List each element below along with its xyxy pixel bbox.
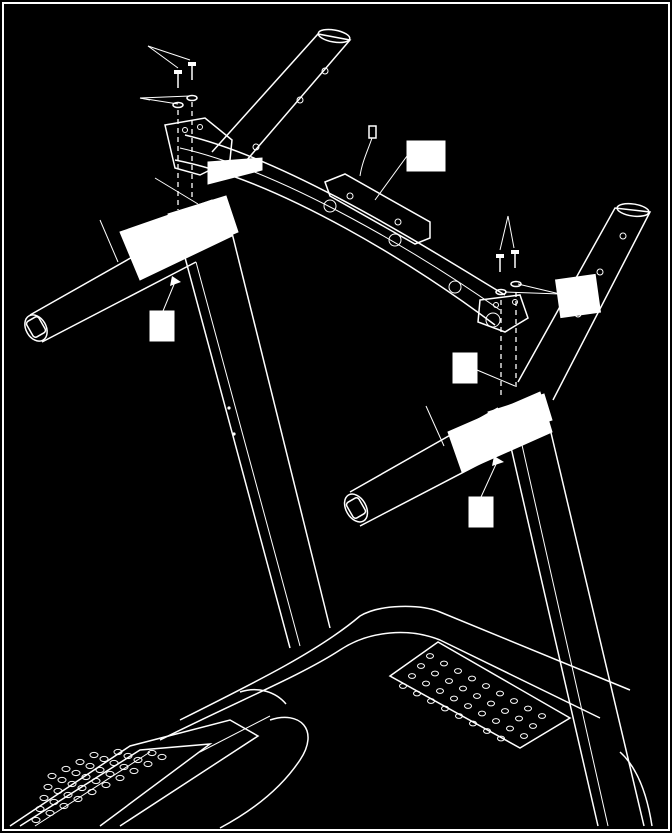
perforation-hole (82, 774, 90, 779)
perforation-hole (92, 778, 100, 783)
perforation-hole (106, 771, 114, 776)
perforation-hole (74, 796, 82, 801)
perforation-hole (110, 760, 118, 765)
perforation-hole (456, 714, 463, 719)
perforation-hole (400, 684, 407, 689)
perforation-hole (78, 785, 86, 790)
perforation-hole (120, 764, 128, 769)
callout-box-right-post (453, 353, 477, 383)
perforation-hole (516, 716, 523, 721)
perforation-hole (36, 806, 44, 811)
perforation-hole (460, 686, 467, 691)
perforation-hole (530, 724, 537, 729)
perforation-hole (40, 795, 48, 800)
right-handrail (340, 392, 552, 526)
perforation-hole (148, 750, 156, 755)
perforation-hole (88, 789, 96, 794)
perforation-hole (48, 773, 56, 778)
console-perforations-right (400, 654, 546, 741)
perforation-hole (64, 792, 72, 797)
perforation-hole (479, 711, 486, 716)
perforation-hole (96, 767, 104, 772)
callout-box-right-grip (469, 497, 493, 527)
perforation-hole (484, 729, 491, 734)
perforation-hole (483, 684, 490, 689)
perforation-hole (511, 699, 518, 704)
perforation-hole (498, 736, 505, 741)
perforation-hole (90, 752, 98, 757)
perforation-hole (432, 671, 439, 676)
perforation-hole (62, 766, 70, 771)
perforation-hole (134, 757, 142, 762)
console-perforations-left (32, 749, 166, 822)
perforation-hole (465, 704, 472, 709)
perforation-hole (68, 781, 76, 786)
right-upright (510, 420, 644, 826)
perforation-hole (427, 654, 434, 659)
perforation-hole (525, 706, 532, 711)
perforation-hole (102, 782, 110, 787)
perforation-hole (428, 699, 435, 704)
perforation-hole (437, 689, 444, 694)
perforation-hole (46, 810, 54, 815)
callout-box-hardware (556, 274, 601, 317)
perforation-hole (502, 709, 509, 714)
perforation-hole (474, 694, 481, 699)
perforation-hole (86, 763, 94, 768)
perforation-hole (441, 661, 448, 666)
perforation-hole (60, 803, 68, 808)
left-handrail (20, 200, 232, 345)
perforation-hole (455, 669, 462, 674)
perforation-hole (158, 754, 166, 759)
perforation-hole (409, 674, 416, 679)
left-upright (183, 233, 330, 648)
perforation-hole (493, 719, 500, 724)
perforation-hole (442, 706, 449, 711)
screws-and-washers-left (140, 46, 197, 210)
perforation-hole (497, 691, 504, 696)
perforation-hole (130, 768, 138, 773)
perforation-hole (116, 775, 124, 780)
perforation-hole (418, 664, 425, 669)
callout-boxes (140, 98, 600, 527)
perforation-hole (76, 759, 84, 764)
perforation-hole (72, 770, 80, 775)
perforation-hole (446, 679, 453, 684)
perforation-hole (32, 817, 40, 822)
perforation-hole (507, 726, 514, 731)
perforation-hole (124, 753, 132, 758)
callout-box-left-grip (150, 311, 174, 341)
perforation-hole (488, 701, 495, 706)
frame-border (3, 3, 669, 830)
perforation-hole (539, 714, 546, 719)
perforation-hole (470, 721, 477, 726)
perforation-hole (469, 676, 476, 681)
perforation-hole (423, 681, 430, 686)
callout-box-console (407, 141, 445, 171)
perforation-hole (44, 784, 52, 789)
perforation-hole (100, 756, 108, 761)
screws-and-washers-right (496, 216, 560, 395)
perforation-hole (521, 734, 528, 739)
perforation-hole (144, 761, 152, 766)
perforation-hole (451, 696, 458, 701)
perforation-hole (58, 777, 66, 782)
console-base (10, 606, 652, 828)
right-bracket (478, 295, 528, 332)
perforation-hole (414, 691, 421, 696)
left-post (212, 27, 351, 168)
perforation-hole (114, 749, 122, 754)
perforation-hole (54, 788, 62, 793)
perforation-hole (50, 799, 58, 804)
